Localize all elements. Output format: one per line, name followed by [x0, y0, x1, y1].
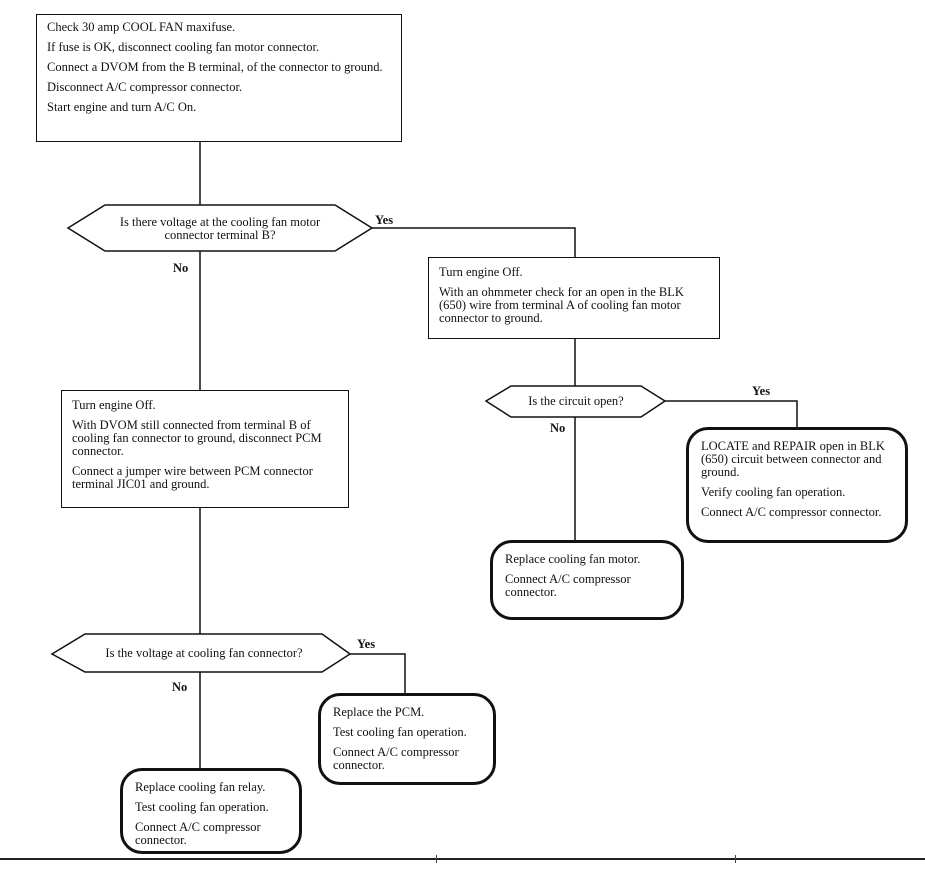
- yes-branch-line: Turn engine Off.: [439, 265, 523, 279]
- bottom-rule-tick: [735, 855, 736, 863]
- connector-decision1-yes: [372, 227, 576, 257]
- decision2-shape: [484, 385, 667, 418]
- decision3-no-label: No: [172, 680, 188, 694]
- start-line: Check 30 amp COOL FAN maxifuse.: [47, 20, 236, 34]
- replace-relay-line: Replace cooling fan relay.: [135, 780, 266, 794]
- yes-branch-line: With an ohmmeter check for an open in th…: [439, 285, 684, 325]
- no-branch-line: With DVOM still connected from terminal …: [72, 418, 322, 458]
- connector-decision2-yes: [665, 400, 798, 427]
- locate-repair-box: LOCATE and REPAIR open in BLK (650) circ…: [686, 427, 908, 543]
- locate-repair-line: Verify cooling fan operation.: [701, 485, 846, 499]
- replace-pcm-box: Replace the PCM. Test cooling fan operat…: [318, 693, 496, 785]
- start-line: Disconnect A/C compressor connector.: [47, 80, 243, 94]
- locate-repair-line: Connect A/C compressor connector.: [701, 505, 882, 519]
- yes-branch-box: Turn engine Off. With an ohmmeter check …: [428, 257, 720, 339]
- bottom-rule: [0, 858, 925, 860]
- start-line: Connect a DVOM from the B terminal, of t…: [47, 60, 383, 74]
- decision2-no-label: No: [550, 421, 566, 435]
- decision1-no-label: No: [173, 261, 189, 275]
- decision3-yes-label: Yes: [357, 637, 376, 651]
- no-branch-box: Turn engine Off. With DVOM still connect…: [61, 390, 349, 508]
- replace-motor-box: Replace cooling fan motor. Connect A/C c…: [490, 540, 684, 620]
- bottom-rule-tick: [436, 855, 437, 863]
- replace-pcm-line: Test cooling fan operation.: [333, 725, 467, 739]
- replace-motor-line: Replace cooling fan motor.: [505, 552, 641, 566]
- replace-motor-line: Connect A/C compressor connector.: [505, 572, 631, 599]
- no-branch-line: Turn engine Off.: [72, 398, 156, 412]
- locate-repair-line: LOCATE and REPAIR open in BLK (650) circ…: [701, 439, 885, 479]
- no-branch-line: Connect a jumper wire between PCM connec…: [72, 464, 313, 491]
- connector-decision3-yes: [350, 653, 406, 693]
- replace-relay-line: Test cooling fan operation.: [135, 800, 269, 814]
- decision3-shape: [50, 633, 352, 673]
- decision2-text: Is the circuit open?: [528, 394, 624, 408]
- decision1-yes-label: Yes: [375, 213, 394, 227]
- decision1-text: Is there voltage at the cooling fan moto…: [119, 215, 321, 242]
- start-line: If fuse is OK, disconnect cooling fan mo…: [47, 40, 320, 54]
- replace-relay-line: Connect A/C compressor connector.: [135, 820, 261, 847]
- decision2-yes-label: Yes: [752, 384, 771, 398]
- replace-relay-box: Replace cooling fan relay. Test cooling …: [120, 768, 302, 854]
- replace-pcm-line: Replace the PCM.: [333, 705, 425, 719]
- replace-pcm-line: Connect A/C compressor connector.: [333, 745, 459, 772]
- decision1-shape: [66, 204, 374, 252]
- decision3-text: Is the voltage at cooling fan connector?: [105, 646, 303, 660]
- start-box: Check 30 amp COOL FAN maxifuse. If fuse …: [36, 14, 402, 142]
- start-line: Start engine and turn A/C On.: [47, 100, 197, 114]
